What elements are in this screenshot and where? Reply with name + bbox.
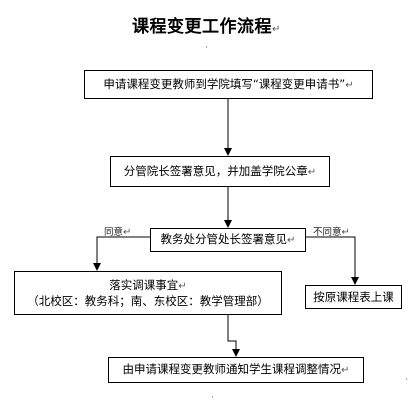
paragraph-mark-icon: ↵ — [272, 24, 281, 35]
paragraph-dot: · — [405, 375, 408, 385]
label-agree: 同意↵ — [104, 227, 132, 238]
paragraph-mark-icon: ↵ — [287, 235, 296, 246]
paragraph-mark-icon: ↵ — [123, 227, 132, 238]
page-title: 课程变更工作流程↵ — [132, 12, 281, 37]
title-text: 课程变更工作流程 — [132, 17, 272, 37]
arrow-disagree-branch — [306, 236, 359, 285]
step-apply-form-text: 申请课程变更教师到学院填写“课程变更申请书” — [103, 76, 346, 91]
step-apply-form: 申请课程变更教师到学院填写“课程变更申请书”↵ — [84, 70, 373, 99]
arrow-step4-to-step6 — [227, 315, 240, 357]
step-academic-affairs-sign: 教务处分管处长签署意见↵ — [150, 228, 306, 252]
step-vice-dean-sign-text: 分管院长签署意见，并加盖学院公章 — [123, 163, 308, 178]
paragraph-mark-icon: ↵ — [178, 281, 187, 292]
step-keep-original-schedule: 按原课程表上课 — [305, 285, 402, 309]
label-disagree: 不同意↵ — [313, 227, 350, 238]
paragraph-dot: · — [205, 43, 208, 53]
paragraph-dot: · — [211, 393, 214, 403]
step-notify-students-text: 由申请课程变更教师通知学生课程调整情况 — [122, 362, 342, 376]
step-arrange-rescheduling: 落实调课事宜↵ （北校区：教务科；南、东校区：教学管理部） — [14, 271, 282, 315]
step-arrange-rescheduling-detail: （北校区：教务科；南、东校区：教学管理部） — [27, 294, 269, 308]
step-vice-dean-sign: 分管院长签署意见，并加盖学院公章↵ — [110, 156, 330, 187]
step-keep-original-schedule-text: 按原课程表上课 — [313, 290, 394, 304]
paragraph-mark-icon: ↵ — [345, 79, 354, 91]
step-academic-affairs-sign-text: 教务处分管处长签署意见 — [160, 232, 288, 246]
paragraph-mark-icon: ↵ — [307, 166, 317, 178]
paragraph-mark-icon: ↵ — [341, 365, 350, 376]
arrow-agree-branch — [93, 236, 150, 271]
step-arrange-rescheduling-title: 落实调课事宜 — [109, 278, 179, 292]
step-notify-students: 由申请课程变更教师通知学生课程调整情况↵ — [108, 357, 364, 383]
paragraph-mark-icon: ↵ — [341, 227, 350, 238]
